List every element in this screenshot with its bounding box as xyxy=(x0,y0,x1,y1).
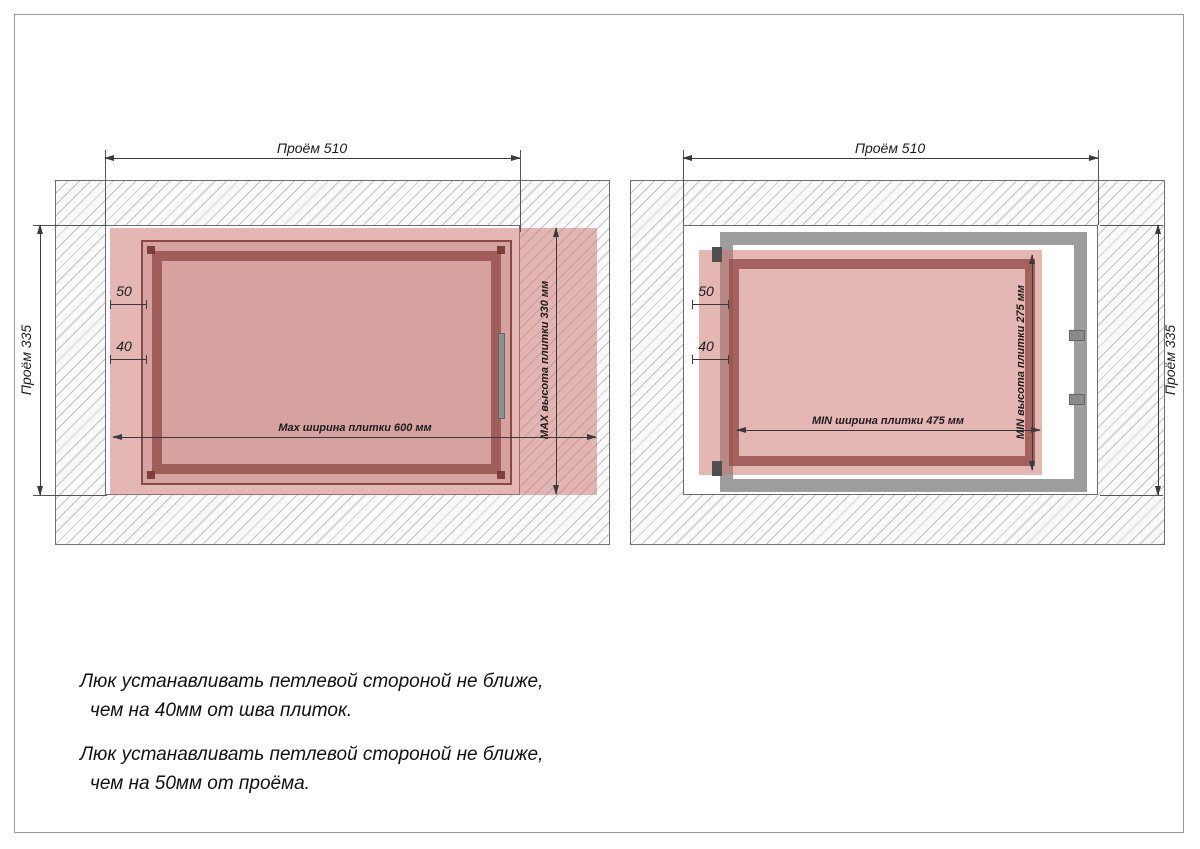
left-opening-height-label: Проём 335 xyxy=(18,324,34,396)
note-line: Люк устанавливать петлевой стороной не б… xyxy=(80,744,544,765)
note-opening-offset: Люк устанавливать петлевой стороной не б… xyxy=(80,741,543,798)
tick xyxy=(146,300,147,309)
dimension-line-tile-width xyxy=(736,427,1041,433)
right-opening-width-label: Проём 510 xyxy=(854,140,926,156)
left-offset-seam-label: 40 xyxy=(116,338,132,354)
dimension-line-tile-height xyxy=(553,227,559,495)
right-hinge-bottom xyxy=(712,461,722,476)
right-tile-height-label: MIN высота плитки 275 мм xyxy=(1015,284,1027,440)
arrow-left-icon xyxy=(112,434,122,440)
dimension-line-tile-width xyxy=(112,434,597,440)
arrow-right-icon xyxy=(511,155,521,161)
dimension-line-opening-height xyxy=(1155,224,1161,496)
arrow-up-icon xyxy=(1029,254,1035,264)
left-offset-hinge-label: 50 xyxy=(116,283,132,299)
offset-line-50 xyxy=(110,304,146,305)
extension-line xyxy=(1100,495,1163,496)
dimension-line-opening-width xyxy=(104,155,521,161)
offset-line-40 xyxy=(692,359,728,360)
right-opening-height-label: Проём 335 xyxy=(1162,324,1178,396)
right-offset-seam-label: 40 xyxy=(698,338,714,354)
left-tile-width-label: Max ширина плитки 600 мм xyxy=(278,422,432,434)
offset-line-40 xyxy=(110,359,146,360)
left-tile xyxy=(110,228,597,495)
left-door-latch xyxy=(498,333,505,419)
right-tile xyxy=(699,250,1042,475)
right-latch-tab-top xyxy=(1069,330,1085,341)
page-border xyxy=(14,14,1184,833)
offset-line-50 xyxy=(692,304,728,305)
left-corner-mark-bottom-right xyxy=(497,471,505,479)
arrow-right-icon xyxy=(587,434,597,440)
dimension-line-opening-width xyxy=(682,155,1099,161)
left-hinge-mark-bottom xyxy=(147,471,155,479)
arrow-left-icon xyxy=(682,155,692,161)
right-hatch-door xyxy=(729,259,1035,466)
dimension-line-opening-height xyxy=(37,224,43,496)
tick xyxy=(110,300,111,309)
arrow-right-icon xyxy=(1031,427,1041,433)
right-tile-width-label: MIN ширина плитки 475 мм xyxy=(811,415,965,427)
note-line: чем на 50мм от проёма. xyxy=(90,772,310,794)
extension-line xyxy=(1100,225,1163,226)
extension-line xyxy=(683,150,684,225)
note-line: Люк устанавливать петлевой стороной не б… xyxy=(80,671,544,692)
tick xyxy=(728,300,729,309)
tick xyxy=(692,355,693,364)
arrow-down-icon xyxy=(37,486,43,496)
note-line: чем на 40мм от шва плиток. xyxy=(90,699,353,721)
extension-line xyxy=(33,495,107,496)
arrow-down-icon xyxy=(1029,461,1035,471)
right-hinge-top xyxy=(712,247,722,262)
right-offset-hinge-label: 50 xyxy=(698,283,714,299)
left-hatch-frame xyxy=(141,240,512,485)
arrow-up-icon xyxy=(37,224,43,234)
extension-line xyxy=(520,150,521,232)
right-latch-tab-bottom xyxy=(1069,394,1085,405)
arrow-right-icon xyxy=(1089,155,1099,161)
left-corner-mark-top-right xyxy=(497,246,505,254)
left-opening-width-label: Проём 510 xyxy=(276,140,348,156)
arrow-left-icon xyxy=(104,155,114,161)
dimension-line-tile-height xyxy=(1029,254,1035,471)
tick xyxy=(728,355,729,364)
left-tile-height-label: MAX высота плитки 330 мм xyxy=(539,280,551,440)
left-hatch-door xyxy=(152,251,501,474)
left-hinge-mark-top xyxy=(147,246,155,254)
arrow-left-icon xyxy=(736,427,746,433)
note-seam-offset: Люк устанавливать петлевой стороной не б… xyxy=(80,668,543,725)
extension-line xyxy=(1098,150,1099,225)
tick xyxy=(692,300,693,309)
arrow-up-icon xyxy=(553,227,559,237)
extension-line xyxy=(33,225,107,226)
arrow-down-icon xyxy=(1155,486,1161,496)
extension-line xyxy=(105,150,106,225)
tick xyxy=(146,355,147,364)
arrow-down-icon xyxy=(553,485,559,495)
tick xyxy=(110,355,111,364)
arrow-up-icon xyxy=(1155,224,1161,234)
